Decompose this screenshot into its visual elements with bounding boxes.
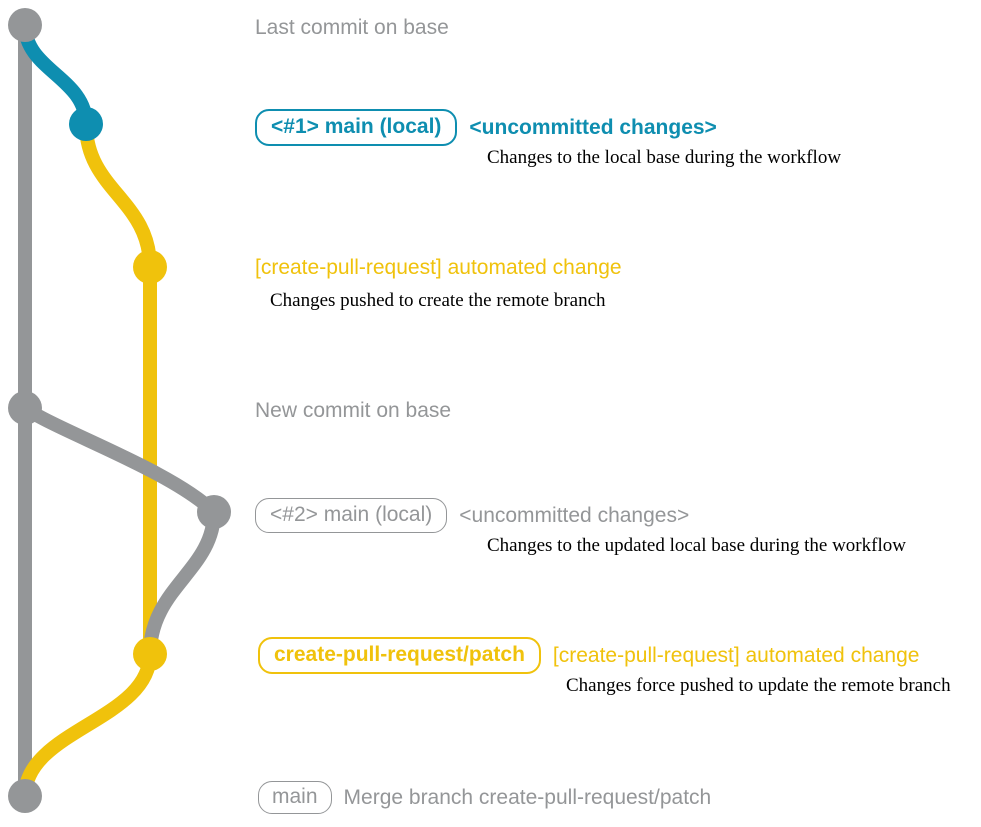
commit-row-merge: main Merge branch create-pull-request/pa… xyxy=(258,780,711,814)
branch-line-patch-upper xyxy=(79,117,157,274)
commit-node-local-2[interactable] xyxy=(197,495,231,529)
commit-message-patch-2: [create-pull-request] automated change xyxy=(552,643,920,667)
commit-subtext-patch-2: Changes force pushed to update the remot… xyxy=(566,675,951,696)
commit-message-new-commit-on-base: New commit on base xyxy=(255,398,452,422)
commit-row-patch-1: [create-pull-request] automated change xyxy=(255,253,622,281)
branch-line-local-gray-down xyxy=(143,505,221,661)
commit-message-patch-1: [create-pull-request] automated change xyxy=(255,255,622,279)
commit-node-base-new[interactable] xyxy=(8,391,42,425)
commit-message-last-commit-on-base: Last commit on base xyxy=(255,15,449,39)
commit-message-merge: Merge branch create-pull-request/patch xyxy=(343,785,712,809)
commit-row-new-commit-on-base: New commit on base xyxy=(255,396,451,424)
branch-tag-create-pull-request-patch[interactable]: create-pull-request/patch xyxy=(258,636,541,674)
commit-node-merge[interactable] xyxy=(8,779,42,813)
commit-node-patch-2[interactable] xyxy=(133,637,167,671)
commit-subtext-local-2: Changes to the updated local base during… xyxy=(487,535,906,556)
commit-node-patch-1[interactable] xyxy=(133,250,167,284)
branch-lines xyxy=(18,18,221,803)
commit-message-local-2: <uncommitted changes> xyxy=(459,503,690,527)
commit-node-base-last[interactable] xyxy=(8,8,42,42)
commit-row-local-1: <#1> main (local) <uncommitted changes> xyxy=(255,108,717,146)
branch-tag-main-local-1[interactable]: <#1> main (local) xyxy=(255,108,458,146)
commit-subtext-local-1: Changes to the local base during the wor… xyxy=(487,147,842,168)
commit-row-local-2: <#2> main (local) <uncommitted changes> xyxy=(255,496,689,534)
commit-row-last-commit-on-base: Last commit on base xyxy=(255,13,449,41)
branch-line-local-gray xyxy=(18,401,221,519)
commit-message-local-1: <uncommitted changes> xyxy=(469,115,717,139)
branch-tag-main-local-2[interactable]: <#2> main (local) xyxy=(255,497,448,533)
commit-subtext-patch-1: Changes pushed to create the remote bran… xyxy=(270,290,606,311)
branch-tag-main[interactable]: main xyxy=(258,780,332,814)
branch-line-patch-merge xyxy=(18,647,157,803)
branch-line-local-blue xyxy=(18,18,93,131)
commit-nodes xyxy=(8,8,231,813)
commit-node-local-1[interactable] xyxy=(69,107,103,141)
commit-row-patch-2: create-pull-request/patch [create-pull-r… xyxy=(258,636,919,674)
